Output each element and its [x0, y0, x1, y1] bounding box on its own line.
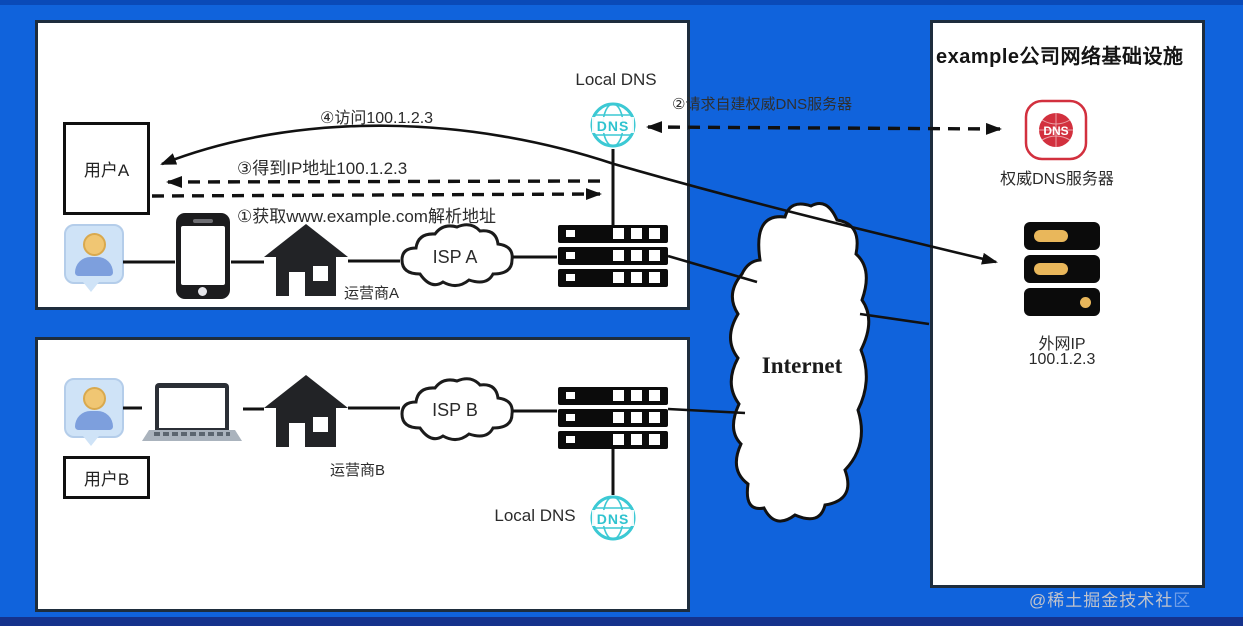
step3-label: ③得到IP地址100.1.2.3	[237, 159, 408, 178]
user-a-box: 用户A	[63, 122, 150, 215]
server-bar	[1024, 288, 1100, 316]
isp-b-server-stack-icon	[558, 387, 668, 453]
house-icon-a	[264, 224, 348, 296]
phone-screen	[181, 226, 225, 285]
internet-cloud-label: Internet	[761, 353, 843, 378]
local-dns-badge-text-b: DNS	[597, 511, 630, 527]
step4-label: ④访问100.1.2.3	[320, 110, 434, 127]
laptop-keyboard	[154, 432, 230, 436]
public-ip-value: 100.1.2.3	[1028, 351, 1096, 368]
authoritative-dns-icon: DNS	[1024, 99, 1088, 161]
server-bar	[1024, 222, 1100, 250]
public-ip-server-icon	[1024, 222, 1100, 321]
server-bar	[558, 269, 668, 287]
phone-home-button	[198, 287, 207, 296]
isp-a-cloud-label: ISP A	[432, 247, 478, 267]
user-b-box-label: 用户B	[83, 470, 130, 489]
authoritative-dns-badge-text: DNS	[1043, 124, 1068, 138]
server-bar	[558, 387, 668, 405]
user-b-avatar-icon	[64, 378, 124, 446]
company-panel-title: example公司网络基础设施	[936, 46, 1184, 68]
phone-speaker	[193, 219, 213, 223]
user-a-box-label: 用户A	[83, 161, 130, 180]
step2-label: ②请求自建权威DNS服务器	[672, 96, 853, 113]
avatar-body	[75, 257, 113, 276]
public-ip-title: 外网IP	[1038, 336, 1086, 353]
house-icon-b	[264, 375, 348, 447]
local-dns-badge-text-a: DNS	[597, 118, 630, 134]
user-a-avatar-icon	[64, 224, 124, 292]
isp-b-cloud-label: ISP B	[432, 400, 478, 420]
server-bar	[558, 225, 668, 243]
smartphone-icon	[176, 213, 230, 299]
local-dns-label-a: Local DNS	[575, 70, 657, 89]
server-bar	[1024, 255, 1100, 283]
link-internet-company	[859, 312, 930, 326]
laptop-screen	[159, 388, 225, 428]
carrier-b-label: 运营商B	[330, 462, 386, 479]
local-dns-label-b: Local DNS	[494, 506, 576, 525]
watermark-text: @稀土掘金技术社	[1029, 591, 1174, 610]
isp-a-server-stack-icon	[558, 225, 668, 291]
watermark: @稀土掘金技术社区	[1029, 586, 1191, 611]
user-b-box: 用户B	[63, 456, 150, 499]
avatar-bubble-tail	[83, 436, 99, 446]
avatar-head	[83, 233, 106, 256]
carrier-a-label: 运营商A	[344, 285, 400, 302]
server-bar	[558, 247, 668, 265]
laptop-icon	[142, 383, 242, 445]
avatar-head	[83, 387, 106, 410]
top-edge-strip	[0, 0, 1243, 5]
isp-b-cloud	[400, 377, 514, 441]
server-bar	[558, 409, 668, 427]
avatar-body	[75, 411, 113, 430]
bottom-edge-strip	[0, 617, 1243, 626]
server-bar	[558, 431, 668, 449]
avatar-bubble-tail	[83, 282, 99, 292]
authoritative-dns-label: 权威DNS服务器	[1000, 171, 1114, 188]
local-dns-globe-icon-b: DNS	[590, 495, 636, 541]
local-dns-globe-icon-a: DNS	[590, 102, 636, 148]
watermark-highlight: 区	[1173, 591, 1192, 610]
